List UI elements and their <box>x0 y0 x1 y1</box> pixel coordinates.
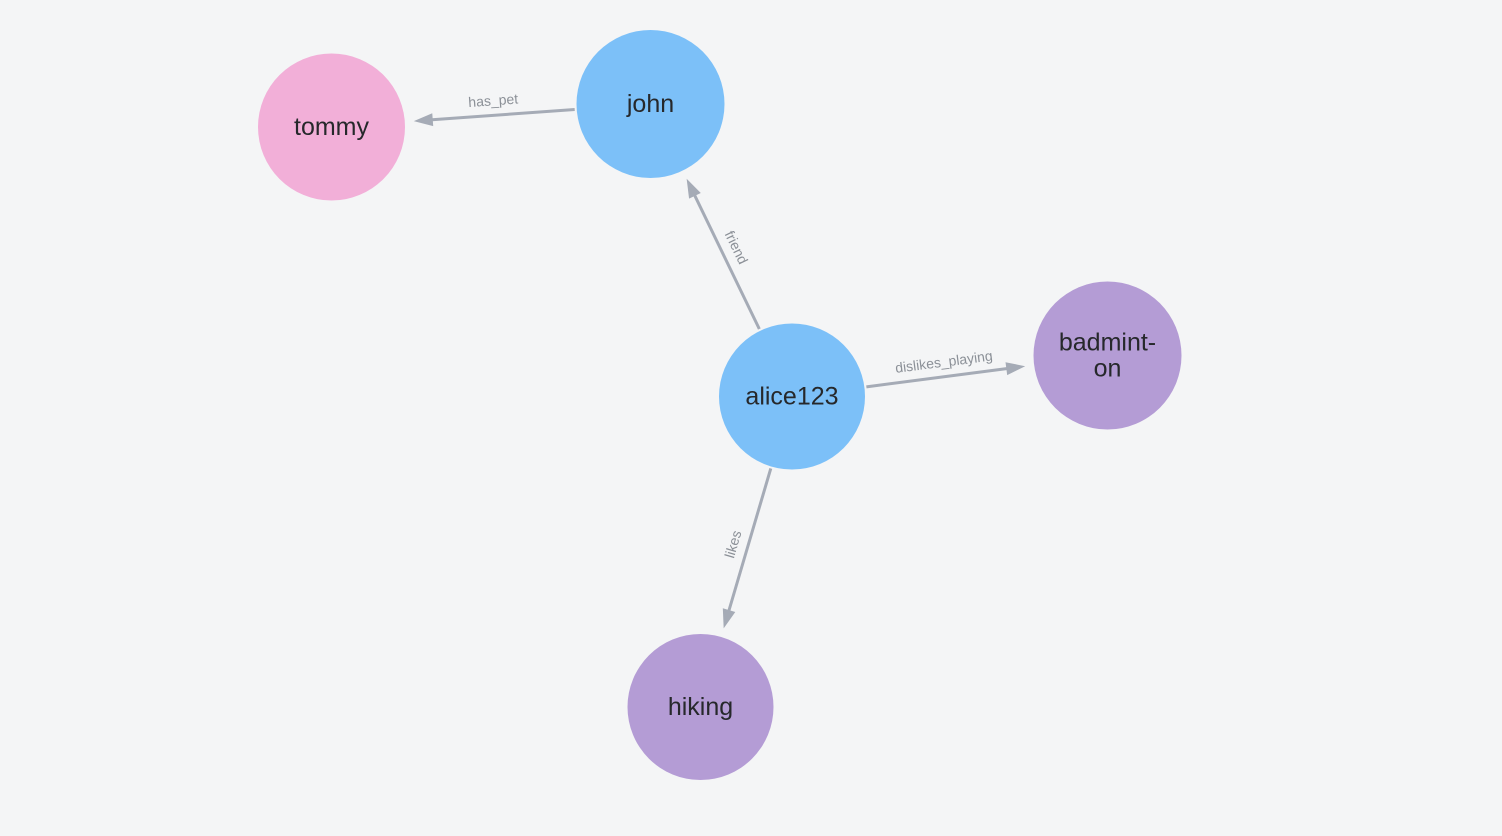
node-circle <box>258 53 405 201</box>
edge-line <box>426 107 575 122</box>
arrowhead-icon <box>1005 362 1026 376</box>
edge-alice123-badminton[interactable]: dislikes_playing <box>866 347 1026 389</box>
edge-line <box>725 468 773 617</box>
arrowhead-icon <box>686 178 701 199</box>
edge-line <box>690 189 761 330</box>
edge-alice123-hiking[interactable]: likes <box>721 468 773 629</box>
node-tommy[interactable]: tommy <box>258 53 405 201</box>
node-circle <box>627 634 774 780</box>
edge-alice123-john[interactable]: friend <box>686 178 761 330</box>
node-circle <box>576 30 725 178</box>
edge-john-tommy[interactable]: has_pet <box>413 91 575 127</box>
edge-label: has_pet <box>468 91 519 111</box>
node-hiking[interactable]: hiking <box>627 634 774 780</box>
node-alice123[interactable]: alice123 <box>719 323 865 470</box>
arrowhead-icon <box>413 113 434 127</box>
edge-label: likes <box>721 528 744 559</box>
arrowhead-icon <box>722 608 736 629</box>
node-circle <box>1033 281 1182 430</box>
node-circle <box>719 323 865 470</box>
node-john[interactable]: john <box>576 30 725 178</box>
node-badminton[interactable]: badmint-on <box>1033 281 1182 430</box>
edge-line <box>866 366 1013 389</box>
